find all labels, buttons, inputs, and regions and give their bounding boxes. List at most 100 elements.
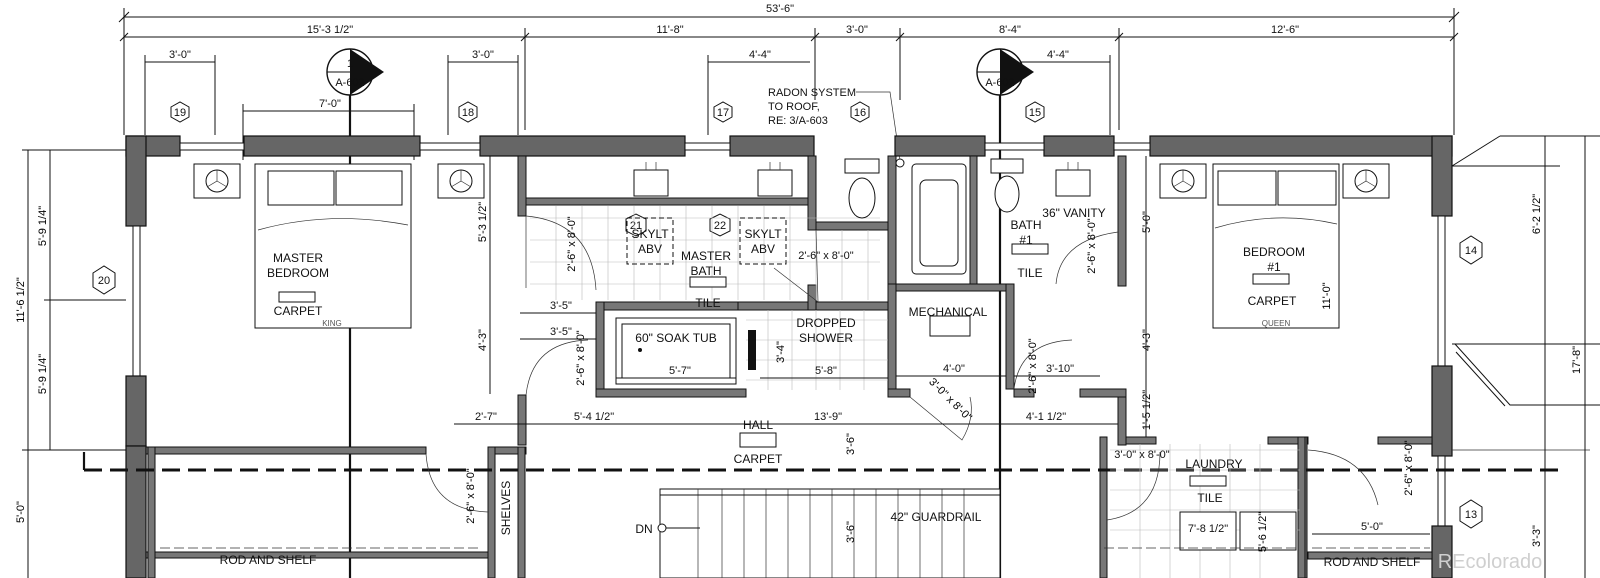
watermark: REcolorado [1438, 551, 1543, 573]
bedroom1-finish: CARPET [1248, 294, 1297, 308]
svg-text:3'-5": 3'-5" [550, 326, 572, 338]
svg-text:5'-3 1/2": 5'-3 1/2" [477, 202, 489, 242]
guardrail-label: 42" GUARDRAIL [891, 510, 982, 524]
svg-text:11'-0": 11'-0" [1321, 282, 1333, 309]
svg-text:16: 16 [854, 107, 866, 119]
dim-seg5: 12'-6" [1271, 24, 1299, 36]
vanity-label: 36" VANITY [1042, 206, 1105, 220]
bedroom1-label-1: BEDROOM [1243, 245, 1305, 259]
skylight-tag-21: 21 [625, 213, 647, 237]
left-dim-b: 5'-9 1/4" [37, 354, 49, 394]
svg-text:2'-7": 2'-7" [475, 411, 497, 423]
section-marker-1: 1 A-602 [326, 48, 384, 96]
window-dimensions: 3'-0" 3'-0" 4'-4" 4'-4" 7'-0" [144, 49, 1111, 160]
section-marker-number: 1 [347, 58, 353, 70]
laundry-finish: TILE [1197, 491, 1222, 505]
fixtures: KING QUEEN [160, 158, 1430, 578]
svg-text:2'-6" x 8'-0": 2'-6" x 8'-0" [1027, 338, 1039, 394]
skylight-1-label-1: SKYLT [631, 227, 669, 241]
right-dim-a: 6'-2 1/2" [1531, 194, 1543, 234]
shelves-label: SHELVES [499, 481, 513, 535]
top-segment-dimensions: 15'-3 1/2" 11'-8" 3'-0" 8'-4" 12'-6" [119, 24, 1459, 135]
window-tag-16: 16 [850, 101, 870, 123]
window-tag-18: 18 [458, 101, 478, 123]
stair-down-label: DN [635, 522, 652, 536]
svg-text:3'-5": 3'-5" [550, 300, 572, 312]
window-tag-13: 13 [1459, 499, 1483, 529]
left-dim-c: 11'-6 1/2" [15, 277, 27, 323]
bath1-finish: TILE [1017, 266, 1042, 280]
window-tag-14: 14 [1459, 235, 1483, 265]
svg-text:20: 20 [98, 275, 110, 287]
bath1-label-1: BATH [1010, 218, 1041, 232]
svg-text:2'-6" x 8'-0": 2'-6" x 8'-0" [566, 216, 578, 272]
svg-text:TO ROOF,: TO ROOF, [768, 101, 820, 113]
svg-text:4'-3": 4'-3" [477, 329, 489, 351]
svg-text:4'-0": 4'-0" [943, 363, 965, 375]
window-tags: 19 18 17 16 15 20 14 13 21 22 [92, 101, 1483, 529]
dim-win3: 4'-4" [749, 49, 771, 61]
svg-text:3'-4": 3'-4" [775, 341, 787, 363]
svg-text:19: 19 [174, 107, 186, 119]
svg-text:2'-6" x 8'-0": 2'-6" x 8'-0" [575, 330, 587, 386]
window-tag-15: 15 [1025, 101, 1045, 123]
radon-note: RADON SYSTEM TO ROOF, RE: 3/A-603 [768, 87, 905, 168]
dim-seg4: 8'-4" [999, 24, 1021, 36]
svg-text:3'-0" x 8'-0": 3'-0" x 8'-0" [1114, 449, 1170, 461]
skylight-2-label-1: SKYLT [744, 227, 782, 241]
master-bath-label-1: MASTER [681, 249, 731, 263]
door-swings [425, 215, 1379, 521]
svg-text:RADON SYSTEM: RADON SYSTEM [768, 87, 856, 99]
interior-walls [145, 155, 1433, 578]
section-marker-sheet: A-602 [335, 77, 364, 89]
svg-text:3'-10": 3'-10" [1046, 363, 1074, 375]
shower-label-2: SHOWER [799, 331, 853, 345]
soak-tub-label: 60" SOAK TUB [635, 331, 716, 345]
right-dim-c: 3'-3" [1531, 525, 1543, 547]
master-bedroom-label-1: MASTER [273, 251, 323, 265]
svg-text:4'-1 1/2": 4'-1 1/2" [1026, 411, 1066, 423]
overall-dimension: 53'-6" [118, 3, 1460, 30]
dim-seg2: 11'-8" [656, 24, 683, 36]
left-dim-a: 5'-9 1/4" [37, 206, 49, 246]
svg-text:1'-5 1/2": 1'-5 1/2" [1141, 390, 1153, 430]
window-tag-20: 20 [92, 265, 116, 295]
skylight-2-label-2: ABV [751, 242, 775, 256]
svg-text:5'-7": 5'-7" [669, 365, 691, 377]
svg-text:22: 22 [714, 220, 726, 232]
svg-text:2'-6" x 8'-0": 2'-6" x 8'-0" [1403, 440, 1415, 496]
hall-finish: CARPET [734, 452, 783, 466]
window-tag-19: 19 [170, 101, 190, 123]
bath1-label-2: #1 [1019, 233, 1033, 247]
skylight-tag-22: 22 [709, 213, 731, 237]
window-tag-17: 17 [713, 101, 733, 123]
master-bath-finish: TILE [695, 296, 720, 310]
master-bath-label-2: BATH [690, 264, 721, 278]
svg-text:3'-6": 3'-6" [845, 433, 857, 455]
svg-text:17: 17 [717, 107, 729, 119]
svg-text:14: 14 [1465, 245, 1477, 257]
dim-win1: 3'-0" [169, 49, 191, 61]
svg-text:5'-6 1/2": 5'-6 1/2" [1257, 512, 1269, 552]
svg-text:21: 21 [630, 220, 642, 232]
laundry-label: LAUNDRY [1185, 457, 1242, 471]
svg-text:2'-6" x 8'-0": 2'-6" x 8'-0" [465, 468, 477, 524]
svg-text:18: 18 [462, 107, 474, 119]
mechanical-label: MECHANICAL [909, 305, 988, 319]
rod-shelf-left: ROD AND SHELF [220, 553, 317, 567]
skylight-1-label-2: ABV [638, 242, 662, 256]
bedroom1-bed-size: QUEEN [1262, 319, 1291, 328]
svg-text:4'-3": 4'-3" [1141, 329, 1153, 351]
svg-text:3'-6": 3'-6" [845, 521, 857, 543]
svg-text:15: 15 [1029, 107, 1041, 119]
bedroom1-label-2: #1 [1267, 260, 1281, 274]
svg-text:2'-6" x 8'-0": 2'-6" x 8'-0" [798, 250, 854, 262]
section-marker-sheet: A-602 [985, 77, 1014, 89]
svg-text:5'-8": 5'-8" [815, 365, 837, 377]
right-dim-b: 17'-8" [1571, 346, 1583, 374]
dim-seg3: 3'-0" [846, 24, 868, 36]
master-bed-size: KING [322, 319, 342, 328]
shower-label-1: DROPPED [796, 316, 856, 330]
dim-bed-width: 7'-0" [319, 98, 341, 110]
